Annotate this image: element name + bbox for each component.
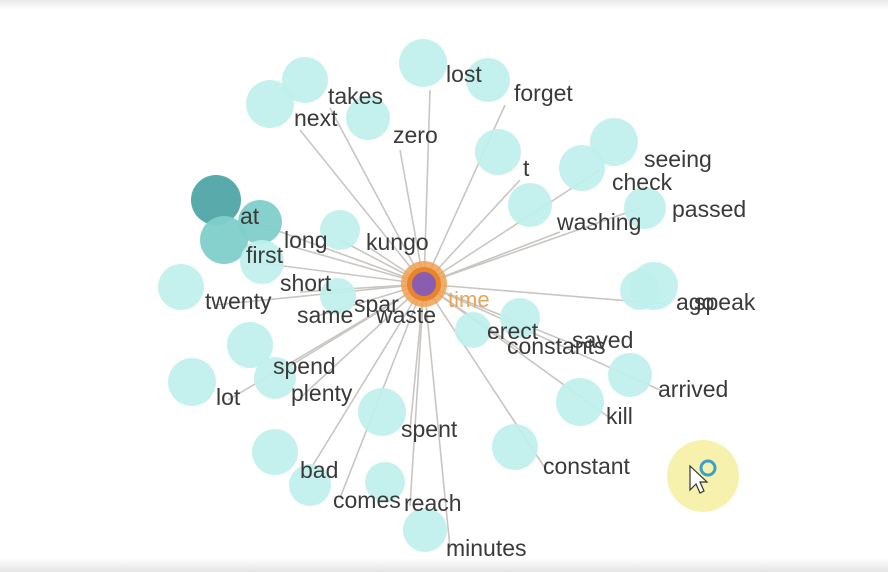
top-edge-shade bbox=[0, 0, 888, 10]
word-node-bubble[interactable] bbox=[168, 358, 216, 406]
word-node-bubble[interactable] bbox=[624, 187, 666, 229]
graph-edge bbox=[423, 231, 561, 285]
edge-layer bbox=[214, 89, 666, 549]
graph-edge bbox=[309, 283, 425, 471]
word-node-bubble[interactable] bbox=[158, 264, 204, 310]
word-node-bubble[interactable] bbox=[399, 39, 447, 87]
word-node-label[interactable]: arrived bbox=[658, 376, 728, 402]
word-node-bubble[interactable] bbox=[559, 145, 605, 191]
graph-edge bbox=[214, 283, 425, 306]
graph-edge bbox=[423, 89, 431, 285]
word-node-bubble[interactable] bbox=[608, 353, 652, 397]
word-node-bubble[interactable] bbox=[556, 378, 604, 426]
graph-edge bbox=[423, 207, 641, 285]
graph-edge bbox=[289, 245, 425, 285]
graph-edge bbox=[423, 179, 521, 285]
word-node-bubble[interactable] bbox=[282, 57, 328, 103]
word-node-bubble[interactable] bbox=[455, 312, 491, 348]
word-node-bubble[interactable] bbox=[227, 322, 273, 368]
word-node-label[interactable]: lost bbox=[446, 61, 482, 87]
graph-edge bbox=[423, 283, 451, 549]
word-node-bubble[interactable] bbox=[200, 216, 248, 264]
graph-edge bbox=[329, 107, 425, 285]
word-node-label[interactable]: check bbox=[612, 169, 673, 195]
word-node-bubble[interactable] bbox=[590, 118, 638, 166]
word-node-bubble[interactable] bbox=[508, 183, 552, 227]
word-node-label[interactable]: next bbox=[294, 105, 338, 131]
word-node-label[interactable]: kill bbox=[606, 403, 633, 429]
word-node-bubble[interactable] bbox=[254, 357, 296, 399]
bottom-edge-shade bbox=[0, 558, 888, 572]
word-node-label[interactable]: constant bbox=[543, 453, 631, 479]
graph-edge bbox=[299, 129, 425, 285]
word-node-label[interactable]: saved bbox=[572, 327, 633, 353]
word-node-bubble[interactable] bbox=[320, 210, 360, 250]
graph-edge bbox=[423, 283, 576, 346]
word-node-label[interactable]: washing bbox=[556, 209, 641, 235]
word-node-label[interactable]: bad bbox=[300, 457, 338, 483]
word-node-bubble[interactable] bbox=[492, 424, 538, 470]
word-node-label[interactable]: spent bbox=[401, 416, 458, 442]
word-node-bubble[interactable] bbox=[365, 462, 405, 502]
word-node-bubble[interactable] bbox=[466, 58, 510, 102]
center-node-core bbox=[412, 272, 436, 296]
word-node-label[interactable]: twenty bbox=[205, 288, 272, 314]
word-node-bubble[interactable] bbox=[346, 96, 390, 140]
word-node-bubble[interactable] bbox=[246, 80, 294, 128]
word-node-label[interactable]: comes bbox=[333, 487, 401, 513]
graph-edge bbox=[409, 283, 425, 507]
graph-edge bbox=[423, 169, 601, 285]
word-node-label[interactable]: spend bbox=[273, 353, 336, 379]
word-node-bubble[interactable] bbox=[240, 240, 284, 284]
mouse-cursor bbox=[667, 440, 739, 512]
word-node-bubble[interactable] bbox=[320, 278, 356, 314]
center-node[interactable]: time bbox=[401, 261, 490, 312]
word-node-label[interactable]: seeing bbox=[644, 146, 712, 172]
word-node-label[interactable]: minutes bbox=[446, 535, 527, 561]
word-node-label[interactable]: lot bbox=[216, 384, 241, 410]
word-node-bubble[interactable] bbox=[191, 175, 241, 225]
word-node-label[interactable]: reach bbox=[404, 490, 462, 516]
word-node-label[interactable]: constants bbox=[507, 333, 605, 359]
word-node-label[interactable]: waste bbox=[375, 302, 436, 328]
word-node-label[interactable]: short bbox=[280, 270, 332, 296]
pointer-arrow-icon bbox=[689, 464, 709, 494]
word-node-bubble[interactable] bbox=[620, 270, 660, 310]
word-node-label[interactable]: forget bbox=[514, 80, 573, 106]
word-node-bubble[interactable] bbox=[252, 429, 298, 475]
cursor-highlight bbox=[667, 440, 739, 512]
word-node-label[interactable]: first bbox=[246, 242, 284, 268]
word-node-bubble[interactable] bbox=[500, 298, 540, 338]
word-node-bubble[interactable] bbox=[403, 508, 447, 552]
word-node-label[interactable]: erect bbox=[487, 318, 539, 344]
word-node-bubble[interactable] bbox=[475, 129, 521, 175]
word-node-label[interactable]: takes bbox=[328, 83, 383, 109]
word-node-label[interactable]: plenty bbox=[291, 380, 353, 406]
word-node-bubble[interactable] bbox=[289, 464, 331, 506]
word-node-bubble[interactable] bbox=[358, 388, 406, 436]
bubble-layer bbox=[158, 39, 678, 552]
word-node-label[interactable]: ago bbox=[676, 289, 714, 315]
center-node-label: time bbox=[448, 287, 490, 312]
label-layer: takes lost forget next zero t seeingcheckpasse… bbox=[205, 61, 756, 561]
word-node-label[interactable]: zero bbox=[393, 122, 438, 148]
word-node-label[interactable]: same bbox=[297, 302, 353, 328]
word-node-label[interactable]: at bbox=[240, 203, 260, 229]
word-node-label[interactable]: passed bbox=[672, 196, 746, 222]
click-ring-icon bbox=[699, 459, 717, 477]
word-node-label[interactable]: t bbox=[523, 155, 530, 181]
graph-edge bbox=[299, 283, 425, 399]
word-node-label[interactable]: kungo bbox=[366, 229, 429, 255]
word-node-label[interactable]: spar bbox=[354, 291, 399, 317]
word-node-bubble[interactable] bbox=[238, 200, 282, 244]
word-node-label[interactable]: long bbox=[284, 227, 327, 253]
word-node-label[interactable]: speak bbox=[694, 289, 756, 315]
